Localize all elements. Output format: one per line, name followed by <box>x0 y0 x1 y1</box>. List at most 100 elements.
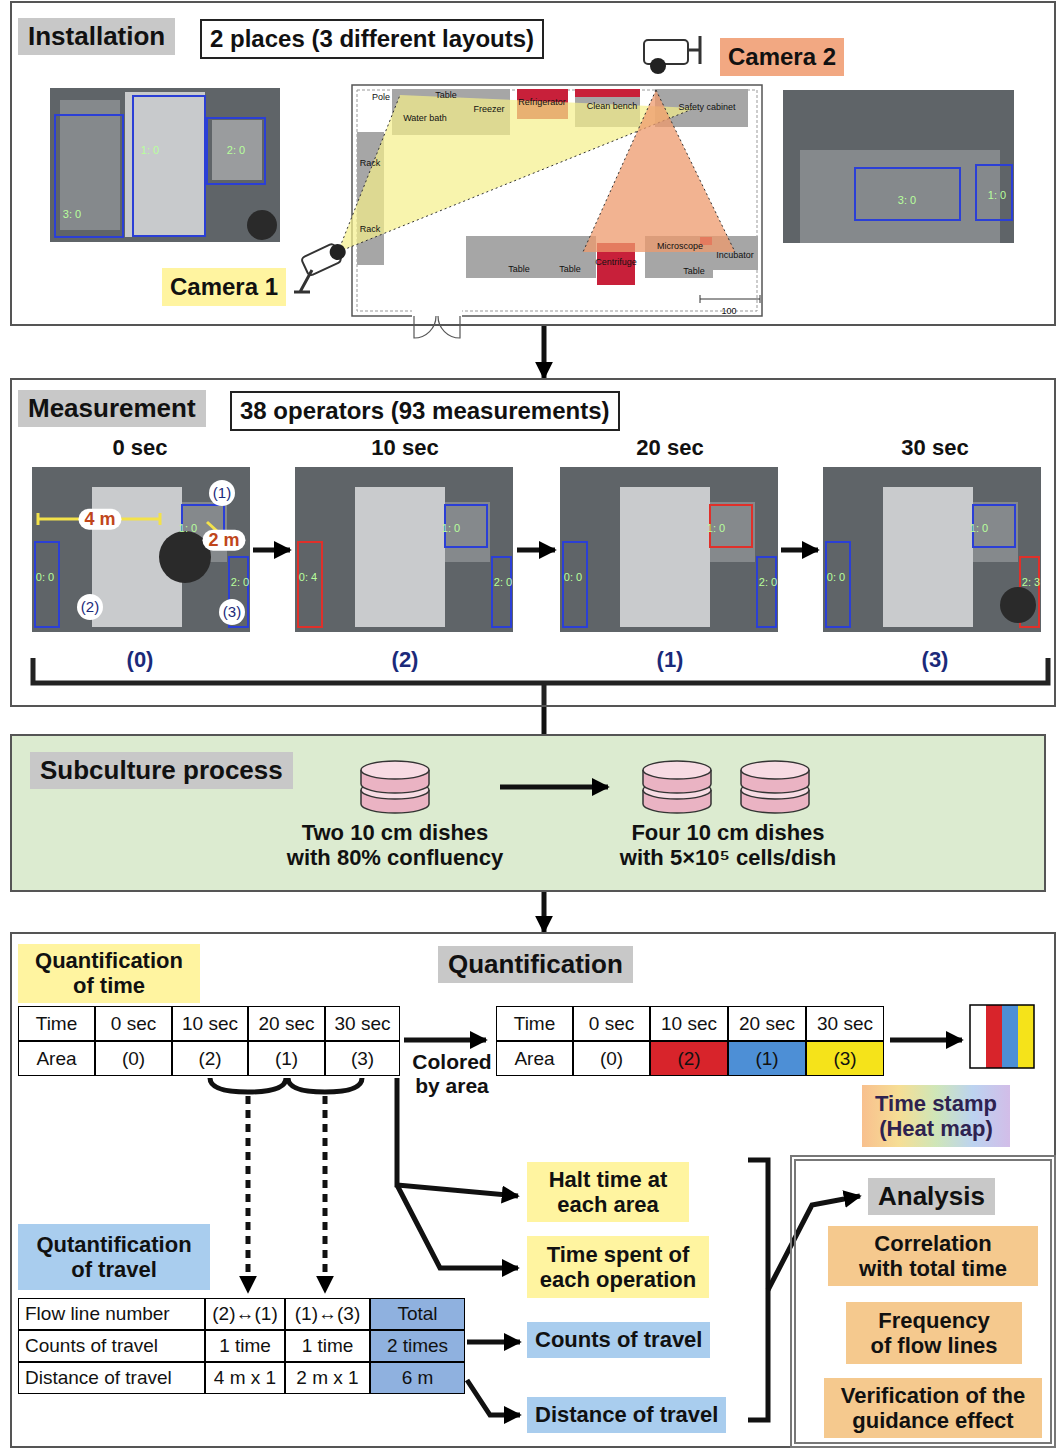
camera-label: Camera 2 <box>720 38 844 76</box>
flow-arrows-part <box>397 1185 518 1268</box>
table-cell: (3) <box>325 1041 400 1076</box>
dish-icon-part <box>361 761 429 793</box>
lab-photo-part <box>125 92 205 237</box>
lab-photo <box>50 88 280 242</box>
table-cell: (2) <box>650 1041 728 1076</box>
table-cell: Time <box>18 1006 95 1041</box>
node-text: Counts of travel <box>535 1327 702 1352</box>
table-cell: 1 time <box>205 1330 285 1362</box>
equipment-label: 100 <box>721 306 736 316</box>
step-box: Qutantification of travel <box>18 1224 210 1290</box>
output-box: Time spent of each operation <box>527 1236 709 1298</box>
table-cell: (0) <box>95 1041 172 1076</box>
flow-arrows-part <box>288 1078 362 1092</box>
dimension-label: 2 m <box>202 530 245 551</box>
equipment-label: Rack <box>360 158 381 168</box>
region-id: 2: 3 <box>1022 576 1040 589</box>
table-cell: Time <box>496 1006 573 1041</box>
area-number: (1) <box>657 647 684 672</box>
video-frame-part <box>560 467 778 632</box>
video-frame-part <box>757 557 776 627</box>
node-text: Qutantification of travel <box>26 1232 202 1283</box>
node-text: Camera 1 <box>170 273 278 301</box>
region-id: 1: 0 <box>141 144 159 157</box>
table-cell: (1)↔(3) <box>285 1298 370 1330</box>
step-box: Quantification of time <box>18 944 200 1003</box>
region-id: 1: 0 <box>988 189 1006 202</box>
panel-heading: Subculture process <box>30 752 293 789</box>
table-cell: 2 m x 1 <box>285 1362 370 1394</box>
region-id: 1: 0 <box>707 522 725 535</box>
connector <box>542 326 547 378</box>
camera-icon-part <box>688 36 700 64</box>
callout-number: (1) <box>209 480 235 506</box>
flow-arrows-part <box>748 1160 768 1420</box>
output-box: Distance of travel <box>527 1397 726 1433</box>
lab-photo-part <box>247 210 277 240</box>
table-cell: 30 sec <box>806 1006 884 1041</box>
panel-heading: Quantification <box>438 946 633 983</box>
dish-icon <box>361 761 429 813</box>
video-frame-part <box>1000 587 1036 623</box>
region-id: 2: 0 <box>231 576 249 589</box>
analysis-item: Verification of the guidance effect <box>824 1378 1042 1438</box>
bracket <box>33 658 1048 707</box>
video-frame-part <box>620 487 710 627</box>
equipment-label: Table <box>683 266 705 276</box>
lab-photo-part <box>800 150 1000 243</box>
node-text: Time spent of each operation <box>535 1242 701 1293</box>
lab-photo-part <box>855 168 960 220</box>
callout-number: (3) <box>219 599 245 625</box>
video-frame-part <box>35 542 59 627</box>
video-frame <box>295 467 513 632</box>
region-id: 0: 4 <box>299 571 317 584</box>
process-note: Four 10 cm dishes with 5×10⁵ cells/dish <box>598 820 858 882</box>
area-number: (3) <box>922 647 949 672</box>
node-text: 38 operators (93 measurements) <box>240 397 610 425</box>
region-id: 3: 0 <box>63 208 81 221</box>
region-id: 0: 0 <box>827 571 845 584</box>
equipment-label: Pole <box>372 92 390 102</box>
table-cell: Counts of travel <box>18 1330 205 1362</box>
dish-icon-part <box>741 761 809 793</box>
floor-plan-part <box>700 295 760 303</box>
panel-fill <box>11 735 1045 891</box>
table-cell: 20 sec <box>728 1006 806 1041</box>
table-cell: (1) <box>728 1041 806 1076</box>
equipment-label: Clean bench <box>587 101 638 111</box>
equipment-label: Centrifuge <box>595 257 637 267</box>
table-cell: (0) <box>573 1041 650 1076</box>
table-cell: 30 sec <box>325 1006 400 1041</box>
video-frame <box>560 467 778 632</box>
flow-arrows-part <box>404 1038 486 1043</box>
camera-icon-part <box>650 58 666 74</box>
connector <box>542 892 547 932</box>
node-text: Correlation with total time <box>836 1231 1030 1282</box>
dashed-arrows-part <box>323 1096 328 1292</box>
camera-icon <box>644 36 700 74</box>
heat-map-part <box>970 1005 1034 1068</box>
lab-photo-part <box>133 96 205 236</box>
flow-arrows-part <box>890 1038 962 1043</box>
equipment-label: Rack <box>360 224 381 234</box>
panel-heading: Installation <box>18 18 175 55</box>
section-panel: Measurement38 operators (93 measurements… <box>10 378 1056 707</box>
camera-icon-part <box>301 240 349 277</box>
heat-map-part <box>1002 1005 1018 1068</box>
floor-plan-part <box>583 90 735 252</box>
table-cell: 10 sec <box>650 1006 728 1041</box>
output-box: Halt time at each area <box>527 1162 689 1222</box>
heat-map <box>970 1005 1034 1068</box>
node-text: Camera 2 <box>728 43 836 71</box>
node-text: Distance of travel <box>535 1402 718 1427</box>
equipment-label: Refrigerator <box>518 97 566 107</box>
lab-photo <box>783 90 1014 243</box>
table-cell: Area <box>18 1041 95 1076</box>
floor-plan-part <box>414 316 460 338</box>
section-panel: Installation 2 places (3 different layout… <box>10 1 1056 326</box>
output-box: Time stamp (Heat map) <box>862 1085 1010 1147</box>
floor-plan-part <box>412 308 462 318</box>
info-box: 2 places (3 different layouts) <box>200 19 544 59</box>
region-id: 0: 0 <box>36 571 54 584</box>
